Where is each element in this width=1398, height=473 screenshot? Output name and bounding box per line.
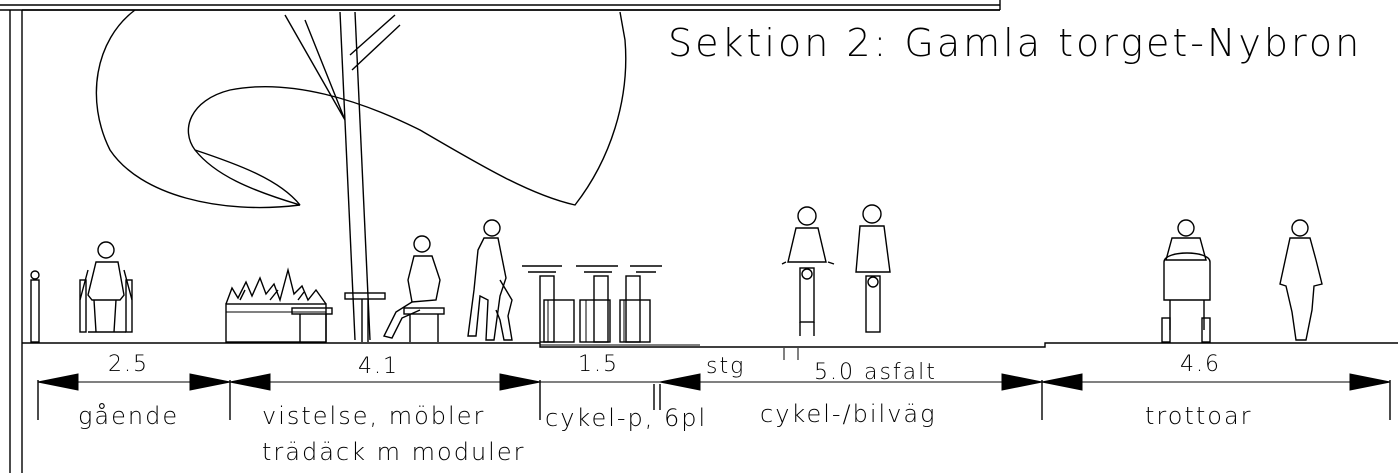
planter — [225, 267, 327, 343]
bollard — [30, 270, 40, 343]
standing-person — [1279, 219, 1323, 341]
person-with-pram — [1161, 219, 1211, 343]
zone-cykel-bilvag: cykel-/bilväg — [760, 400, 937, 428]
ground-line — [22, 342, 1398, 348]
tree — [95, 9, 627, 341]
cyclists — [781, 204, 891, 336]
bike-rack — [522, 265, 662, 343]
zone-vistelse-line1: vistelse, möbler — [262, 402, 486, 430]
dimension-lines — [37, 348, 1391, 420]
dimension-asfalt: 5.0 asfalt — [814, 360, 937, 385]
zone-trottoar: trottoar — [1145, 402, 1253, 430]
seated-person — [382, 235, 445, 342]
dimension-cykel-p: 1.5 — [578, 352, 619, 377]
wheelchair-user — [79, 241, 133, 333]
dimension-gaende: 2.5 — [108, 352, 149, 377]
drawing-frame — [0, 0, 1001, 473]
cafe-table — [344, 292, 386, 342]
zone-vistelse-line2: trädäck m moduler — [262, 438, 526, 466]
zone-gaende: gående — [78, 402, 180, 430]
dimension-vistelse: 4.1 — [358, 354, 399, 379]
zone-cykel-p: cykel-p, 6pl — [545, 404, 708, 432]
pedestrian-with-dog — [467, 219, 513, 341]
side-table — [291, 307, 333, 342]
dimension-trottoar: 4.6 — [1180, 352, 1221, 377]
label-stg: stg — [706, 354, 746, 379]
section-title: Sektion 2: Gamla torget-Nybron — [668, 21, 1363, 65]
